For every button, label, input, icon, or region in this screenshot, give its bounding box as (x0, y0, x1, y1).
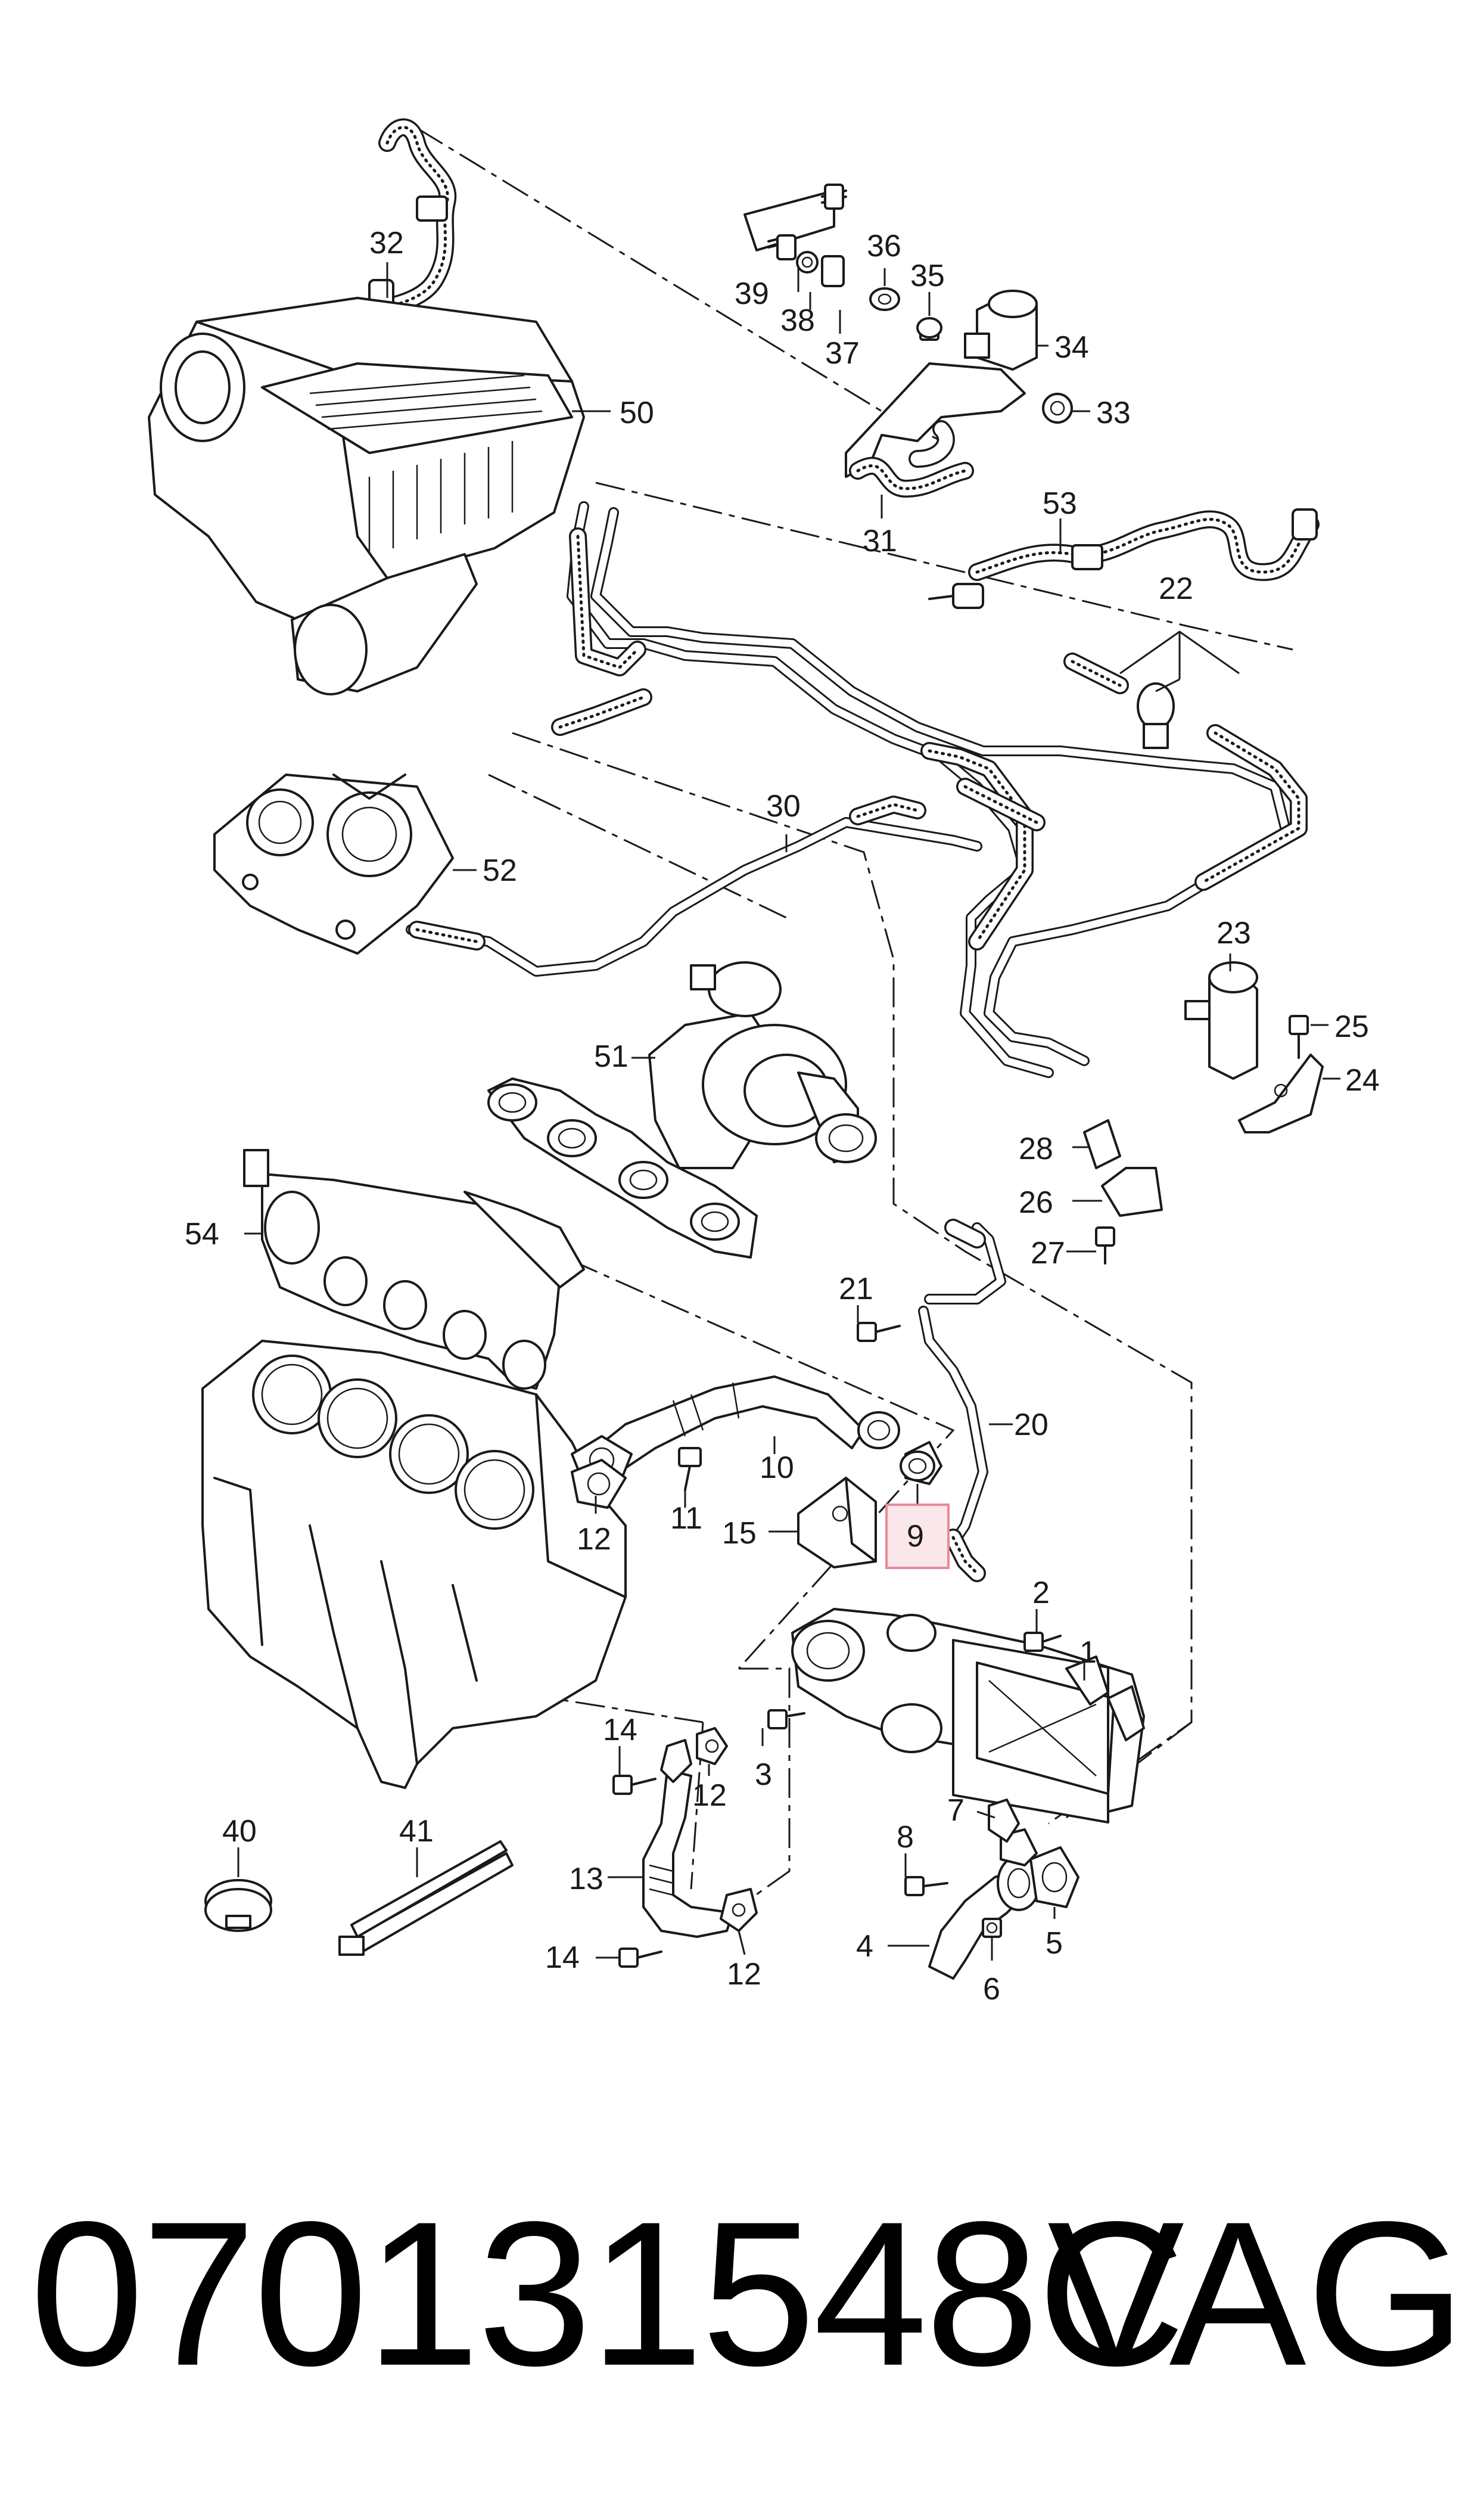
bolt-8 (904, 1876, 948, 1896)
callout-9: 9 (907, 1519, 924, 1554)
callout-15: 15 (722, 1516, 757, 1551)
callout-labels: 1 2 3 4 5 6 7 8 9 10 11 12 12 12 13 14 1… (185, 226, 1380, 2006)
flange-5 (1029, 1846, 1079, 1908)
callout-35: 35 (910, 259, 945, 293)
bracket-24 (1238, 1054, 1324, 1133)
egr-pipe-10 (571, 1375, 865, 1485)
callout-14-a: 14 (603, 1713, 637, 1747)
gasket-12-upper (696, 1727, 728, 1765)
cylinder-head-cover-52 (213, 774, 454, 955)
callout-7: 7 (947, 1793, 965, 1828)
callout-10: 10 (760, 1450, 794, 1485)
bolt-2 (1023, 1632, 1062, 1652)
callout-37: 37 (825, 336, 860, 371)
vacuum-reservoir-23 (1184, 961, 1258, 1080)
callout-26: 26 (1019, 1185, 1053, 1220)
intake-manifold-54 (243, 1149, 585, 1390)
callout-11: 11 (670, 1501, 702, 1536)
callout-51: 51 (594, 1039, 629, 1074)
callout-54: 54 (185, 1217, 219, 1251)
callout-33: 33 (1096, 396, 1131, 430)
engine-block (201, 1340, 627, 1789)
callout-40: 40 (222, 1814, 257, 1849)
callout-39: 39 (735, 277, 769, 311)
callout-6: 6 (983, 1972, 1000, 2006)
callout-53: 53 (1043, 486, 1077, 521)
callout-21: 21 (839, 1272, 873, 1306)
line-20 (918, 1219, 1006, 1582)
callout-20: 20 (1014, 1408, 1049, 1442)
heat-shield-15 (797, 1477, 877, 1568)
bolt-14-lower (618, 1948, 662, 1968)
bolt-25 (1289, 1015, 1309, 1059)
hose-clamp-40 (204, 1879, 272, 1932)
callout-27: 27 (1031, 1236, 1065, 1271)
part-number: 070131548C (30, 2179, 1186, 2409)
clip-28 (1083, 1119, 1121, 1169)
brand-name: VAG (1047, 2179, 1466, 2409)
callout-28: 28 (1019, 1132, 1053, 1166)
callout-36: 36 (867, 229, 901, 263)
callout-31: 31 (863, 524, 897, 558)
callout-23: 23 (1217, 916, 1251, 951)
callout-50: 50 (620, 396, 654, 430)
callout-14-b: 14 (545, 1940, 580, 1975)
gasket-7 (988, 1799, 1020, 1843)
bolt-11 (678, 1447, 702, 1491)
bracket-26 (1101, 1167, 1163, 1217)
seal-ring-9 (857, 1411, 942, 1485)
pipe-4 (928, 1828, 1041, 1980)
callout-34: 34 (1054, 330, 1089, 365)
callout-25: 25 (1334, 1010, 1369, 1044)
egr-valve-cooler-1 (791, 1608, 1145, 1824)
bolt-21 (857, 1322, 901, 1342)
callout-12-a: 12 (577, 1522, 611, 1557)
vacuum-line-30 (406, 796, 982, 977)
vacuum-lines-31-53-22 (551, 420, 1320, 1078)
callout-30: 30 (766, 789, 801, 824)
turbocharger-51 (487, 961, 877, 1259)
callout-8: 8 (897, 1820, 914, 1855)
highlight-box-9 (885, 1504, 950, 1569)
callout-5: 5 (1046, 1926, 1063, 1961)
part-footer: 070131548C VAG (0, 2169, 1484, 2503)
leader-lines (237, 262, 1340, 1961)
callout-13: 13 (569, 1862, 603, 1896)
callout-12-b: 12 (692, 1778, 727, 1813)
callout-2: 2 (1032, 1576, 1050, 1610)
callout-12-c: 12 (727, 1957, 761, 1992)
callout-52: 52 (483, 853, 517, 888)
callout-3: 3 (755, 1757, 772, 1792)
pipe-13 (642, 1739, 734, 1938)
gasket-12-lower (720, 1888, 758, 1932)
callout-32: 32 (369, 226, 404, 260)
nut-6 (982, 1918, 1002, 1938)
callout-4: 4 (856, 1929, 873, 1964)
air-filter-housing-50 (148, 297, 585, 695)
callout-22: 22 (1159, 571, 1193, 606)
cable-tie-41 (338, 1840, 514, 1956)
callout-1: 1 (1079, 1635, 1097, 1670)
bolt-14-upper (612, 1775, 657, 1795)
callout-24: 24 (1345, 1063, 1380, 1098)
callout-41: 41 (399, 1814, 434, 1849)
bolt-3 (767, 1709, 805, 1729)
gasket-12 (571, 1459, 627, 1509)
bolt-27 (1095, 1226, 1115, 1265)
solenoid-valve-assembly (743, 184, 1073, 478)
callout-38: 38 (780, 303, 815, 338)
exploded-parts-diagram: 1 2 3 4 5 6 7 8 9 10 11 12 12 12 13 14 1… (148, 118, 1380, 2006)
